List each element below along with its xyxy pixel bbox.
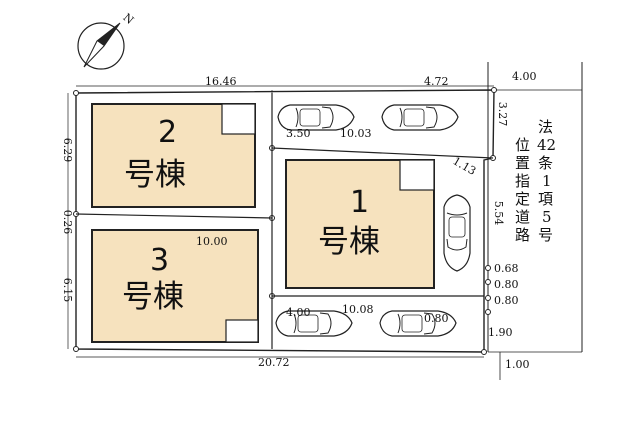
road-area (487, 62, 583, 380)
dim-top-right: 4.72 (424, 75, 449, 88)
road-char: 定 (515, 190, 530, 208)
boundary-markers (73, 87, 497, 355)
dim-right-b: 1.13 (451, 154, 479, 178)
road-char: 条 (538, 154, 553, 172)
building-2-label: 号棟 (124, 157, 186, 193)
dimension-lines (67, 85, 494, 358)
dim-parking-top-left: 3.50 (286, 127, 311, 140)
dim-right-c: 5.54 (492, 201, 505, 226)
building-2: 2 号棟 (91, 103, 256, 208)
dim-parking-bottom-mid: 10.08 (342, 303, 374, 316)
road-char: 42 (537, 136, 556, 154)
dim-left-lower: 6.15 (61, 278, 74, 303)
road-char: 5 (542, 208, 552, 226)
dim-parking-top-right: 10.03 (340, 127, 372, 140)
dim-right-g: 1.90 (488, 326, 513, 339)
dim-parking-bottom-left: 4.00 (286, 306, 311, 319)
road-designation: 法 42 条 1 項 5 号 位 置 指 定 道 路 (515, 118, 556, 244)
dim-bottom-main: 20.72 (258, 356, 290, 369)
building-1-label: 号棟 (318, 224, 380, 260)
dim-top-main: 16.46 (205, 75, 237, 88)
car-icon (381, 104, 459, 131)
road-char: 項 (538, 190, 553, 208)
dim-road-width-top: 4.00 (512, 70, 537, 83)
road-char: 1 (542, 172, 552, 190)
dim-inner-middle: 10.00 (196, 235, 228, 248)
dim-right-e: 0.80 (494, 278, 519, 291)
dim-road-width-bottom: 1.00 (505, 358, 530, 371)
road-char: 指 (515, 172, 530, 190)
lot-dividers (75, 93, 494, 349)
dim-right-d: 0.68 (494, 262, 519, 275)
dim-left-upper: 6.29 (61, 138, 74, 163)
building-3: 3 号棟 (91, 229, 259, 343)
dim-right-a: 3.27 (496, 102, 509, 127)
dimension-labels: 16.46 4.72 4.00 1.00 20.72 6.29 0.26 6.1… (61, 70, 537, 371)
north-label: N (120, 11, 136, 27)
building-3-label: 号棟 (122, 279, 184, 315)
car-icon (443, 194, 471, 272)
road-char: 位 (515, 136, 530, 154)
building-1: 1 号棟 (285, 159, 435, 289)
north-arrow-icon: N (77, 11, 136, 70)
building-2-number: 2 (158, 115, 177, 150)
road-char: 号 (538, 226, 553, 244)
building-3-number: 3 (150, 243, 169, 278)
road-char: 路 (515, 226, 530, 244)
road-char: 置 (515, 154, 530, 172)
dim-parking-bottom-right: 0.80 (424, 312, 449, 325)
road-char: 法 (538, 118, 553, 136)
dim-right-f: 0.80 (494, 294, 519, 307)
building-1-number: 1 (350, 185, 369, 220)
dim-left-mid: 0.26 (61, 210, 74, 235)
road-char: 道 (515, 208, 530, 226)
